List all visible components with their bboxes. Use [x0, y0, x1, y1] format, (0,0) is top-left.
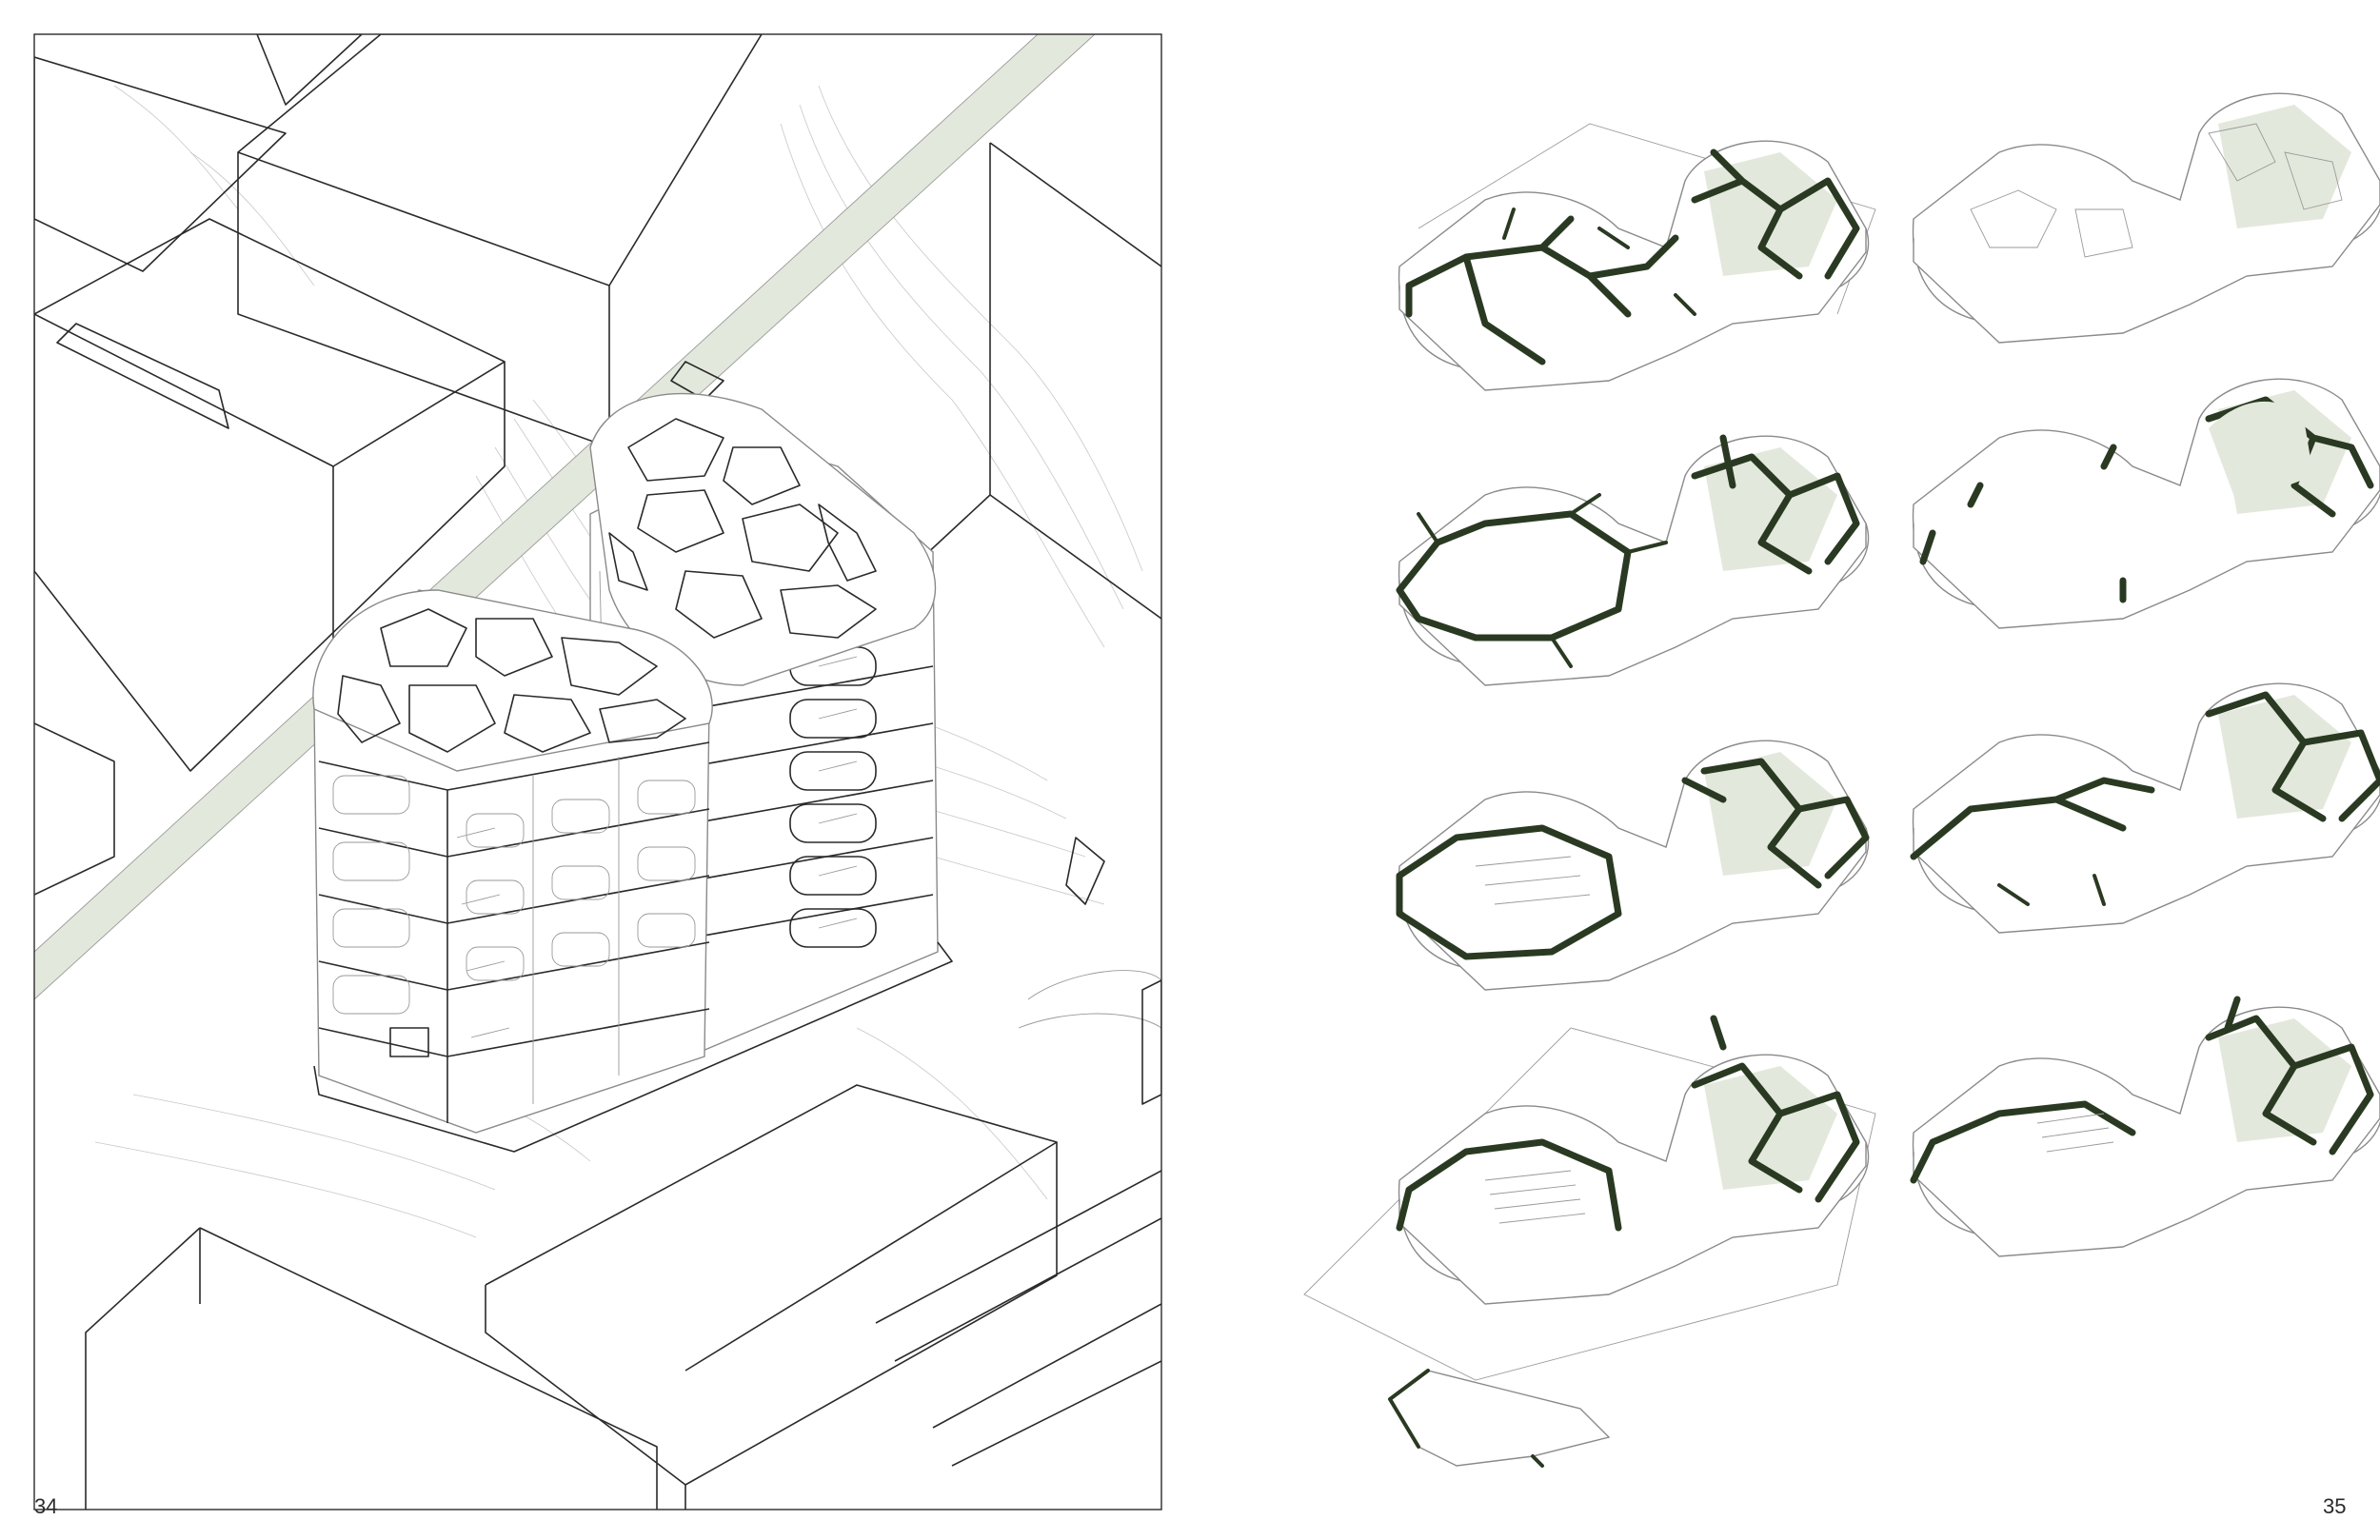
floor-plan-roof — [1912, 92, 2380, 344]
floor-plan-column-left — [1303, 123, 1876, 1468]
floor-plan-4 — [1910, 682, 2380, 934]
front-facade-openings — [332, 775, 696, 1057]
floor-plan-6 — [1910, 996, 2380, 1257]
floor-plan-1 — [1398, 123, 1876, 391]
main-building — [312, 392, 953, 1153]
floor-plan-7 — [1303, 1015, 1876, 1381]
floor-plan-2 — [1912, 378, 2380, 629]
floor-plan-5 — [1396, 740, 1870, 991]
floor-plan-ground — [1388, 1369, 1611, 1468]
floor-plan-column-right — [1910, 92, 2380, 1257]
front-roof-openings — [337, 608, 686, 753]
page-number-right: 35 — [2323, 1494, 2347, 1518]
floor-plan-3 — [1396, 434, 1870, 686]
rear-roof-openings — [608, 418, 877, 639]
page-number-left: 34 — [34, 1494, 58, 1518]
left-page-frame — [33, 33, 1162, 1510]
site-axonometric — [34, 34, 1161, 1510]
